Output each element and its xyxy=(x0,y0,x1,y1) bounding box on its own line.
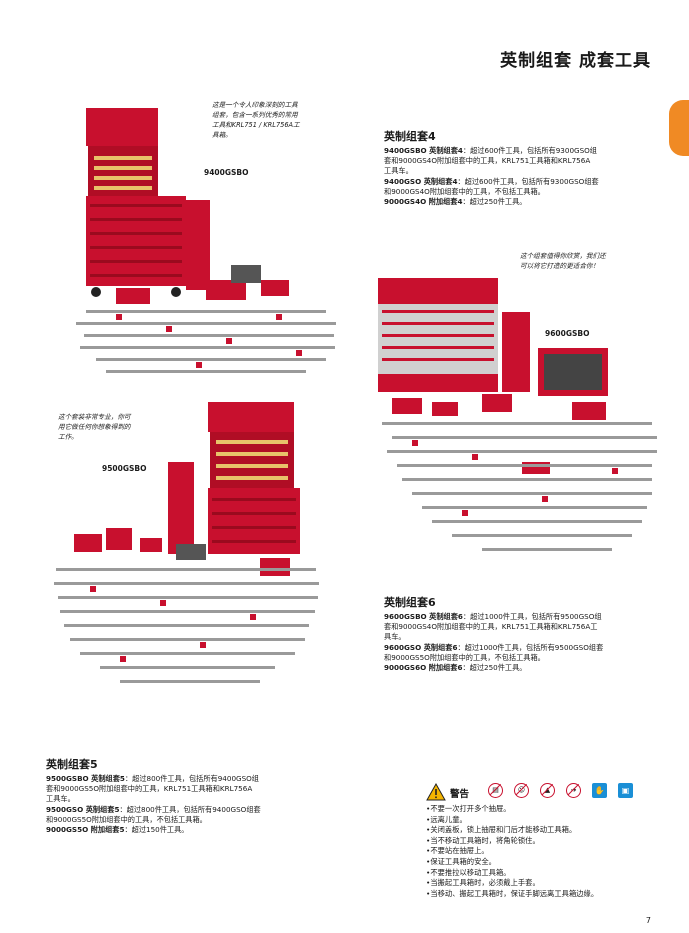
warning-item: 当不移动工具箱时，将角轮锁住。 xyxy=(426,836,666,847)
warning-item: 不要推拉以移动工具箱。 xyxy=(426,868,666,879)
set6-heading: 英制组套6 xyxy=(384,596,436,609)
set5-photo xyxy=(54,402,319,683)
set6-caption: 这个组套值得你欣赏，我们还 可以将它打造的更适合你！ xyxy=(520,252,606,270)
page-title: 英制组套 成套工具 xyxy=(500,51,651,71)
section-tab xyxy=(669,100,689,156)
no-standing-icon: ▲ xyxy=(540,783,555,798)
warning-item: 当移动、搬起工具箱时，保证手脚远离工具箱边缘。 xyxy=(426,889,666,900)
warning-list: 不要一次打开多个抽屉。 远离儿童。 关闭盖板，锁上抽屉和门后才能移动工具箱。 当… xyxy=(426,804,666,899)
set5-description: 英制组套5 9500GSBO 英制组套5：超过800件工具，包括所有9400GS… xyxy=(46,756,336,835)
warning-item: 关闭盖板，锁上抽屉和门后才能移动工具箱。 xyxy=(426,825,666,836)
warning-item: 保证工具箱的安全。 xyxy=(426,857,666,868)
no-children-icon: ☺ xyxy=(514,783,529,798)
warning-header: 警告 ▤ ☺ ▲ ➔ ✋ ▣ xyxy=(426,782,666,804)
lock-casters-icon: ▣ xyxy=(618,783,633,798)
set5-heading: 英制组套5 xyxy=(46,758,98,771)
set6-model-label: 9600GSBO xyxy=(545,329,590,338)
set4-caption: 这是一个令人印象深刻的工具 组套，包含一系列优秀的常用 工具和KRL751 / … xyxy=(212,101,300,139)
page-number: 7 xyxy=(645,916,651,925)
set6-body: 9600GSBO 英制组套6：超过1000件工具，包括所有9500GSO组 套和… xyxy=(384,612,604,673)
warning-item: 不要一次打开多个抽屉。 xyxy=(426,804,666,815)
set4-model-label: 9400GSBO xyxy=(204,168,249,177)
set4-description: 英制组套4 9400GSBO 英制组套4：超过600件工具，包括所有9300GS… xyxy=(384,128,674,207)
set4-photo xyxy=(76,108,336,373)
warning-item: 不要站在抽屉上。 xyxy=(426,846,666,857)
warning-box: 警告 ▤ ☺ ▲ ➔ ✋ ▣ 不要一次打开多个抽屉。 远离儿童。 关闭盖板，锁上… xyxy=(426,782,666,899)
warning-title: 警告 xyxy=(450,789,470,800)
set4-heading: 英制组套4 xyxy=(384,130,436,143)
set5-body: 9500GSBO 英制组套5：超过800件工具，包括所有9400GSO组 套和9… xyxy=(46,774,261,835)
no-pushing-icon: ➔ xyxy=(566,783,581,798)
set5-caption: 这个套装非常专业，你可 用它做任何你想象得到的 工作。 xyxy=(58,413,131,441)
set6-description: 英制组套6 9600GSBO 英制组套6：超过1000件工具，包括所有9500G… xyxy=(384,594,674,673)
set5-model-label: 9500GSBO xyxy=(102,464,147,473)
warning-triangle-icon xyxy=(426,783,446,801)
no-multiple-drawers-icon: ▤ xyxy=(488,783,503,798)
warning-item: 当搬起工具箱时，必须戴上手套。 xyxy=(426,878,666,889)
warning-item: 远离儿童。 xyxy=(426,815,666,826)
set6-photo xyxy=(378,278,657,551)
wear-gloves-icon: ✋ xyxy=(592,783,607,798)
set4-body: 9400GSBO 英制组套4：超过600件工具，包括所有9300GSO组 套和9… xyxy=(384,146,599,207)
